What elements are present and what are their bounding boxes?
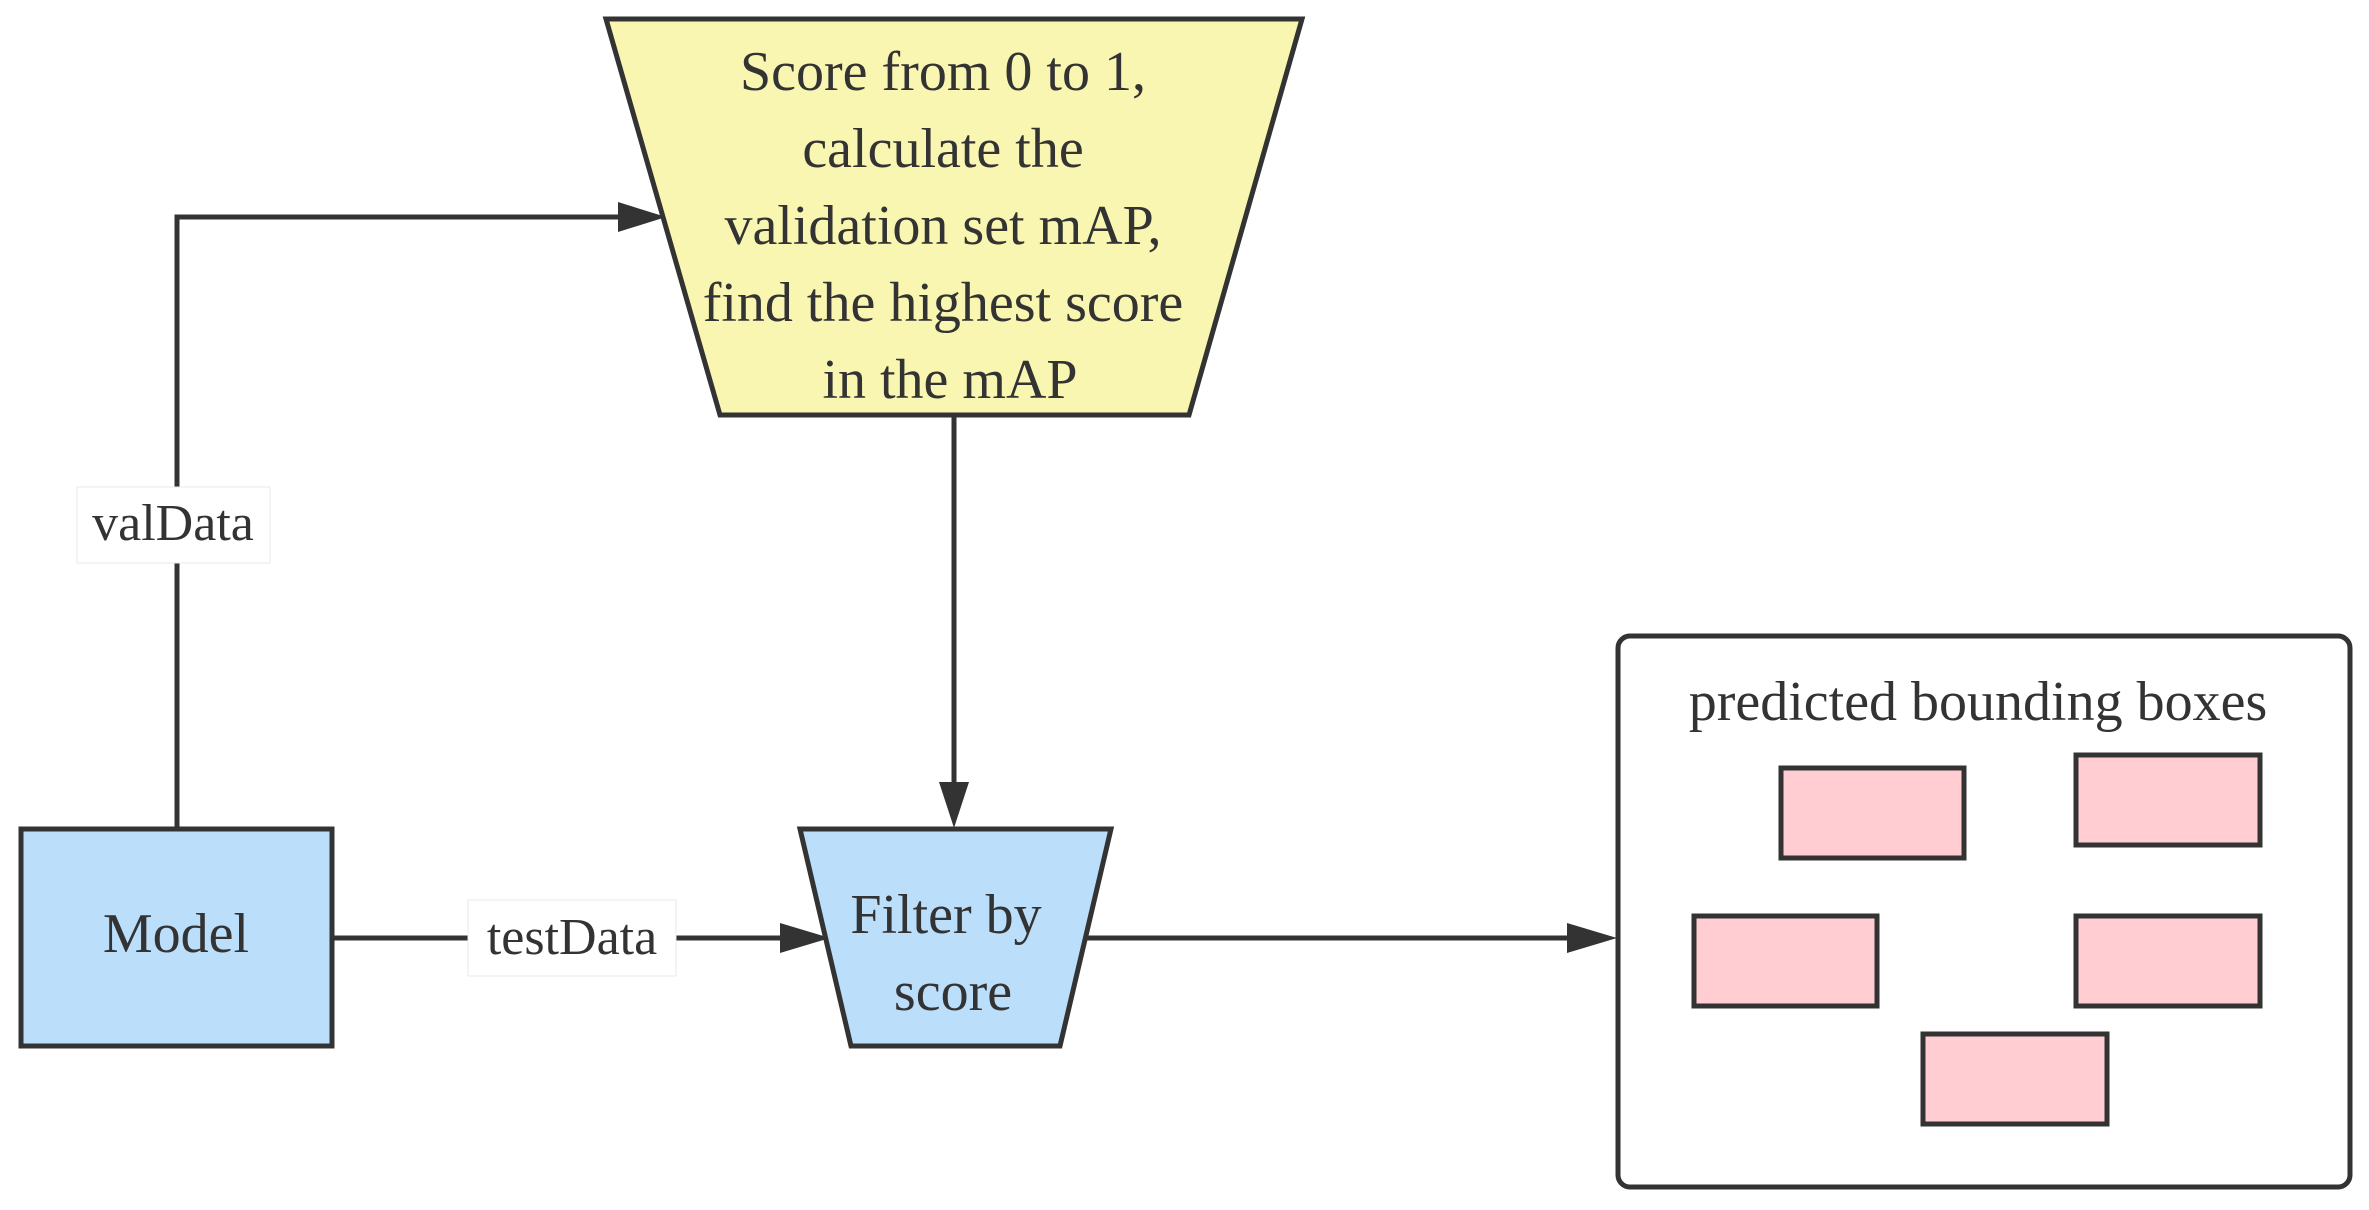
edge-label-testdata: testData [467, 899, 677, 977]
edge-valdata-arrowhead [618, 202, 666, 232]
filter-node: Filter by score [796, 826, 1115, 1049]
filter-node-line-1: Filter by [850, 884, 1041, 946]
score-node: Score from 0 to 1, calculate the validat… [602, 16, 1306, 418]
model-node-shape [18, 826, 335, 1049]
bounding-box-1 [1778, 765, 1967, 861]
output-node: predicted bounding boxes [1615, 633, 2353, 1190]
filter-node-line-2: score [894, 961, 1012, 1023]
testdata-label: testData [487, 909, 657, 966]
edge-valdata [174, 214, 648, 828]
score-node-line-3: validation set mAP, [724, 195, 1161, 257]
score-node-line-2: calculate the [802, 118, 1083, 180]
model-node: Model [18, 826, 335, 1049]
valdata-label: valData [92, 495, 254, 552]
score-node-text: Score from 0 to 1, calculate the validat… [703, 41, 1198, 411]
score-node-line-1: Score from 0 to 1, [740, 41, 1146, 103]
bounding-box-3 [1691, 913, 1880, 1009]
output-node-label: predicted bounding boxes [1689, 671, 2268, 733]
edge-filter-to-output-arrowhead [1567, 923, 1617, 953]
filter-node-text: Filter by score [850, 884, 1055, 1023]
bounding-box-4 [2073, 913, 2263, 1009]
score-node-line-5: in the mAP [822, 349, 1077, 411]
bounding-box-2 [2073, 752, 2263, 848]
score-node-line-4: find the highest score [703, 272, 1184, 334]
edge-testdata-arrowhead [780, 923, 830, 953]
edge-score-to-filter-arrowhead [939, 782, 969, 828]
edge-label-valdata: valData [76, 486, 271, 564]
score-node-shape [602, 16, 1306, 418]
filter-node-shape [796, 826, 1115, 1049]
model-node-label: Model [103, 903, 249, 965]
bounding-box-5 [1920, 1031, 2110, 1127]
